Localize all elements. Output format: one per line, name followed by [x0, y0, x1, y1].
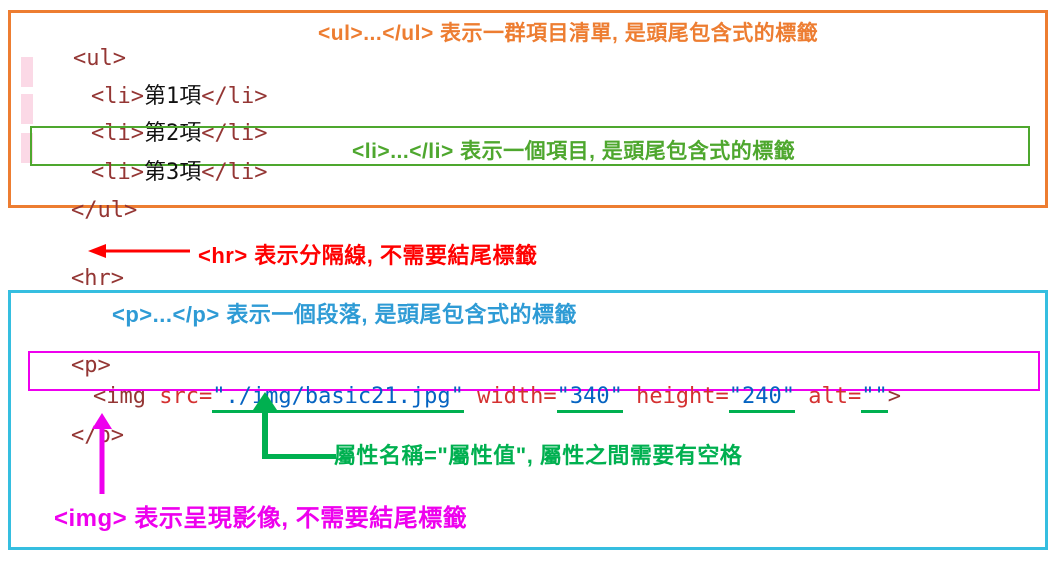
code-tag: <p>: [70, 353, 111, 379]
code-tag: <img: [92, 384, 160, 410]
li-annotation: <li>...</li> 表示一個項目, 是頭尾包含式的標籤: [352, 140, 796, 163]
code-hr: <hr>: [18, 240, 124, 319]
p-annotation: <p>...</p> 表示一個段落, 是頭尾包含式的標籤: [112, 302, 578, 327]
code-attr-src: src=: [159, 384, 213, 410]
img-annotation: <img> 表示呈現影像, 不需要結尾標籤: [54, 505, 468, 532]
p-example-box: [8, 290, 1048, 550]
li-highlight-box: [30, 126, 1030, 166]
code-text: <ul>: [72, 46, 126, 72]
code-tag: <li>: [90, 121, 144, 147]
code-text: 第1項: [143, 84, 202, 110]
code-value-alt: "": [861, 384, 888, 414]
code-tag: <li>: [90, 84, 144, 110]
code-p-open: <p>: [18, 327, 111, 406]
ul-annotation: <ul>...</ul> 表示一群項目清單, 是頭尾包含式的標籤: [318, 22, 819, 45]
code-li-2: <li>第2項</li>: [38, 95, 267, 174]
code-attr-alt: alt=: [795, 384, 862, 410]
code-tag: </li>: [201, 84, 268, 110]
code-text: 第3項: [143, 160, 202, 186]
code-tag: </ul>: [70, 198, 138, 224]
code-value-height: "240": [728, 384, 796, 414]
ul-example-box: [8, 10, 1048, 208]
indent-highlight: [21, 94, 33, 124]
code-text: 第2項: [143, 121, 202, 147]
indent-highlight: [21, 57, 33, 87]
attribute-annotation: 屬性名稱="屬性值", 屬性之間需要有空格: [334, 443, 743, 468]
code-tag: >: [887, 384, 902, 410]
img-highlight-box: [28, 351, 1040, 391]
code-ul-close: </ul>: [18, 172, 137, 251]
hr-annotation: <hr> 表示分隔線, 不需要結尾標籤: [198, 243, 538, 268]
code-li-3: <li>第3項</li>: [38, 134, 267, 213]
code-tag: </li>: [201, 121, 268, 147]
code-value-width: "340": [556, 384, 623, 414]
code-tag: <hr>: [70, 266, 124, 292]
green-up-arrow: [253, 392, 336, 459]
code-tag: <li>: [90, 160, 144, 186]
magenta-up-arrow: [92, 413, 112, 494]
code-attr-width: width=: [463, 384, 557, 410]
code-tag: </li>: [201, 160, 268, 186]
code-value-src: "./img/basic21.jpg": [212, 384, 464, 414]
red-left-arrow: [88, 244, 190, 258]
code-li-1: <li>第1項</li>: [38, 58, 267, 137]
code-ul-open: <ul>: [20, 20, 126, 99]
code-img-line: <img src="./img/basic21.jpg" width="340"…: [40, 358, 901, 437]
code-attr-height: height=: [622, 384, 729, 410]
